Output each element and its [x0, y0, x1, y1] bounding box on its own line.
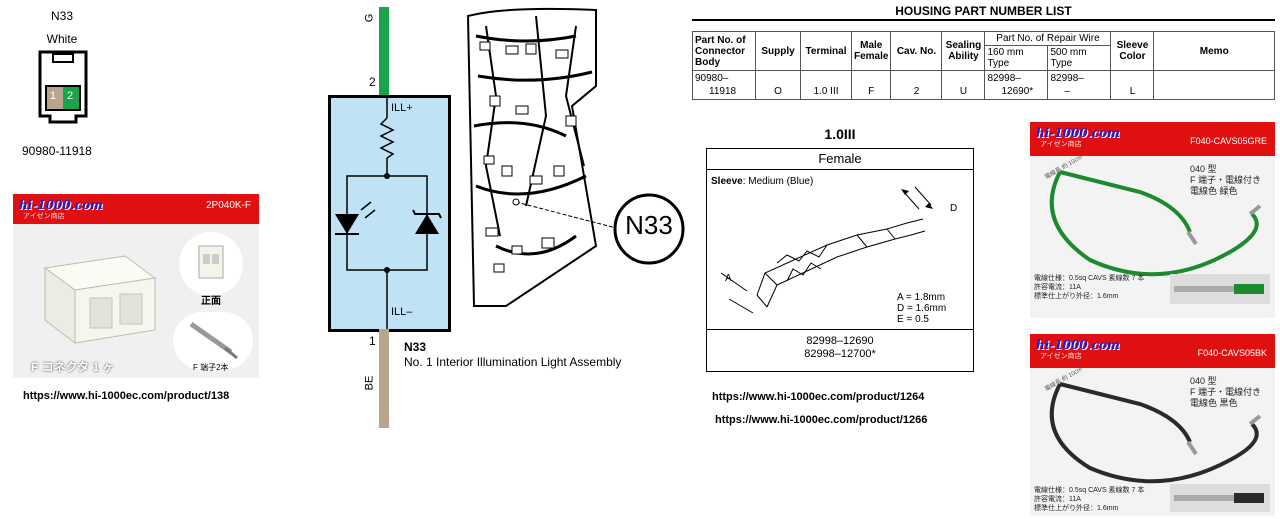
col-sealing: Sealing Ability [941, 31, 986, 71]
dim-label-d: D [950, 203, 958, 214]
product-description: 040 型 F 端子・電線付き 電線色 緑色 [1190, 164, 1261, 196]
terminal-closeup [1170, 484, 1270, 512]
cell-male-female: F [850, 70, 892, 100]
ill-plus-label: ILL+ [391, 102, 413, 114]
col-160mm: 160 mm Type [984, 45, 1049, 71]
wire-specs: 電線仕様：0.5sq CAVS 素線数 7 本 許容電流：11A 標準仕上がり外… [1034, 487, 1145, 512]
connector-housing-image [43, 255, 157, 345]
col-terminal: Terminal [800, 31, 852, 71]
ill-minus-label: ILL– [391, 306, 413, 318]
spec-divider [707, 329, 973, 330]
pin-number-top: 2 [369, 75, 376, 89]
connector-color: White [46, 32, 78, 46]
col-500mm: 500 mm Type [1047, 45, 1112, 71]
col-supply: Supply [755, 31, 801, 71]
product-card-green-wire[interactable]: hi-1000.com アイゼン商店 F040-CAVS05GRE 040 型 … [1030, 122, 1275, 318]
terminal-drawing [720, 186, 933, 314]
housing-part-table: Part No. of Connector Body Supply Termin… [692, 31, 1275, 100]
card-header-bar [1030, 334, 1275, 368]
terminal-count-label: F 端子2本 [193, 363, 229, 372]
col-male-female: Male Female [850, 31, 892, 71]
cell-sleeve: L [1110, 70, 1155, 100]
beige-wire [379, 329, 389, 428]
pin-label-1: 1 [50, 90, 57, 102]
connector-code: N33 [50, 9, 73, 23]
cell-supply: O [755, 70, 801, 100]
terminal-part-numbers: 82998–12690 82998–12700* [804, 335, 876, 360]
connector-part-number: 90980-11918 [22, 144, 92, 158]
sleeve-info: Sleeve: Medium (Blue) [711, 176, 814, 187]
pin-number-bottom: 1 [369, 334, 376, 348]
connector-location-diagram [466, 7, 685, 307]
cell-cav-no: 2 [890, 70, 943, 100]
black-wire-image [1049, 382, 1262, 484]
connector-face: 1 2 [36, 50, 90, 124]
title-rule [692, 19, 1275, 21]
product-link-1264[interactable]: https://www.hi-1000ec.com/product/1264 [712, 391, 925, 403]
location-callout: N33 [625, 210, 673, 240]
product-code: 2P040K-F [205, 200, 251, 211]
shop-logo: hi-1000.com [19, 198, 103, 212]
connector-count-label: F コネクタ 1 ヶ [31, 360, 115, 374]
col-part-no: Part No. of Connector Body [692, 31, 756, 71]
cell-memo [1153, 70, 1275, 100]
green-wire [379, 7, 389, 95]
dim-label-a: A [725, 273, 732, 284]
product-code: F040-CAVS05BK [1197, 348, 1267, 358]
wire-color-bottom: BE [363, 375, 376, 391]
product-code: F040-CAVS05GRE [1190, 136, 1267, 146]
wire-specs: 電線仕様：0.5sq CAVS 素線数 7 本 許容電流：11A 標準仕上がり外… [1034, 275, 1145, 300]
component-code: N33 [404, 340, 427, 354]
cell-sealing: U [941, 70, 986, 100]
card-header-bar [13, 194, 259, 224]
product-description: 040 型 F 端子・電線付き 電線色 黒色 [1190, 376, 1261, 408]
front-view-label: 正面 [201, 296, 221, 307]
terminal-closeup [1170, 274, 1270, 304]
col-repair-wire: Part No. of Repair Wire [984, 31, 1112, 46]
shop-logo: hi-1000.com [1036, 338, 1120, 352]
table-row: 90980–11918 O 1.0 III F 2 U 82998–12690*… [692, 70, 1275, 100]
cell-terminal: 1.0 III [800, 70, 852, 100]
product-card-connector[interactable]: hi-1000.com アイゼン商店 2P040K-F 正面 F 端子2本 F … [13, 194, 259, 378]
cell-part-no: 90980–11918 [692, 70, 756, 100]
product-card-black-wire[interactable]: hi-1000.com アイゼン商店 F040-CAVS05BK 040 型 F… [1030, 334, 1275, 516]
pin-label-2: 2 [67, 90, 74, 102]
shop-logo-sub: アイゼン商店 [23, 213, 65, 220]
housing-table-title: HOUSING PART NUMBER LIST [895, 4, 1072, 18]
shop-logo-sub: アイゼン商店 [1040, 353, 1082, 360]
card-header-bar [1030, 122, 1275, 156]
shop-logo-sub: アイゼン商店 [1040, 141, 1082, 148]
component-box [328, 95, 451, 332]
wire-color-top: G [363, 13, 376, 23]
cell-500mm: 82998–– [1047, 70, 1112, 100]
terminal-gender: Female [707, 149, 973, 170]
product-link-138[interactable]: https://www.hi-1000ec.com/product/138 [23, 390, 230, 402]
terminal-circle [173, 312, 253, 370]
shop-logo: hi-1000.com [1036, 126, 1120, 140]
col-cav-no: Cav. No. [890, 31, 943, 71]
green-wire-image [1049, 170, 1262, 277]
component-name: No. 1 Interior Illumination Light Assemb… [404, 355, 622, 369]
col-memo: Memo [1153, 31, 1275, 71]
cell-160mm: 82998–12690* [984, 70, 1049, 100]
product-link-1266[interactable]: https://www.hi-1000ec.com/product/1266 [715, 414, 928, 426]
dimension-list: A = 1.8mm D = 1.6mm E = 0.5 [897, 292, 947, 325]
terminal-type-title: 1.0III [824, 126, 856, 142]
col-sleeve: Sleeve Color [1110, 31, 1155, 71]
front-view-circle [179, 232, 243, 296]
terminal-spec-box: Female Sleeve: Medium (Blue) A D A = 1.8… [706, 148, 974, 372]
